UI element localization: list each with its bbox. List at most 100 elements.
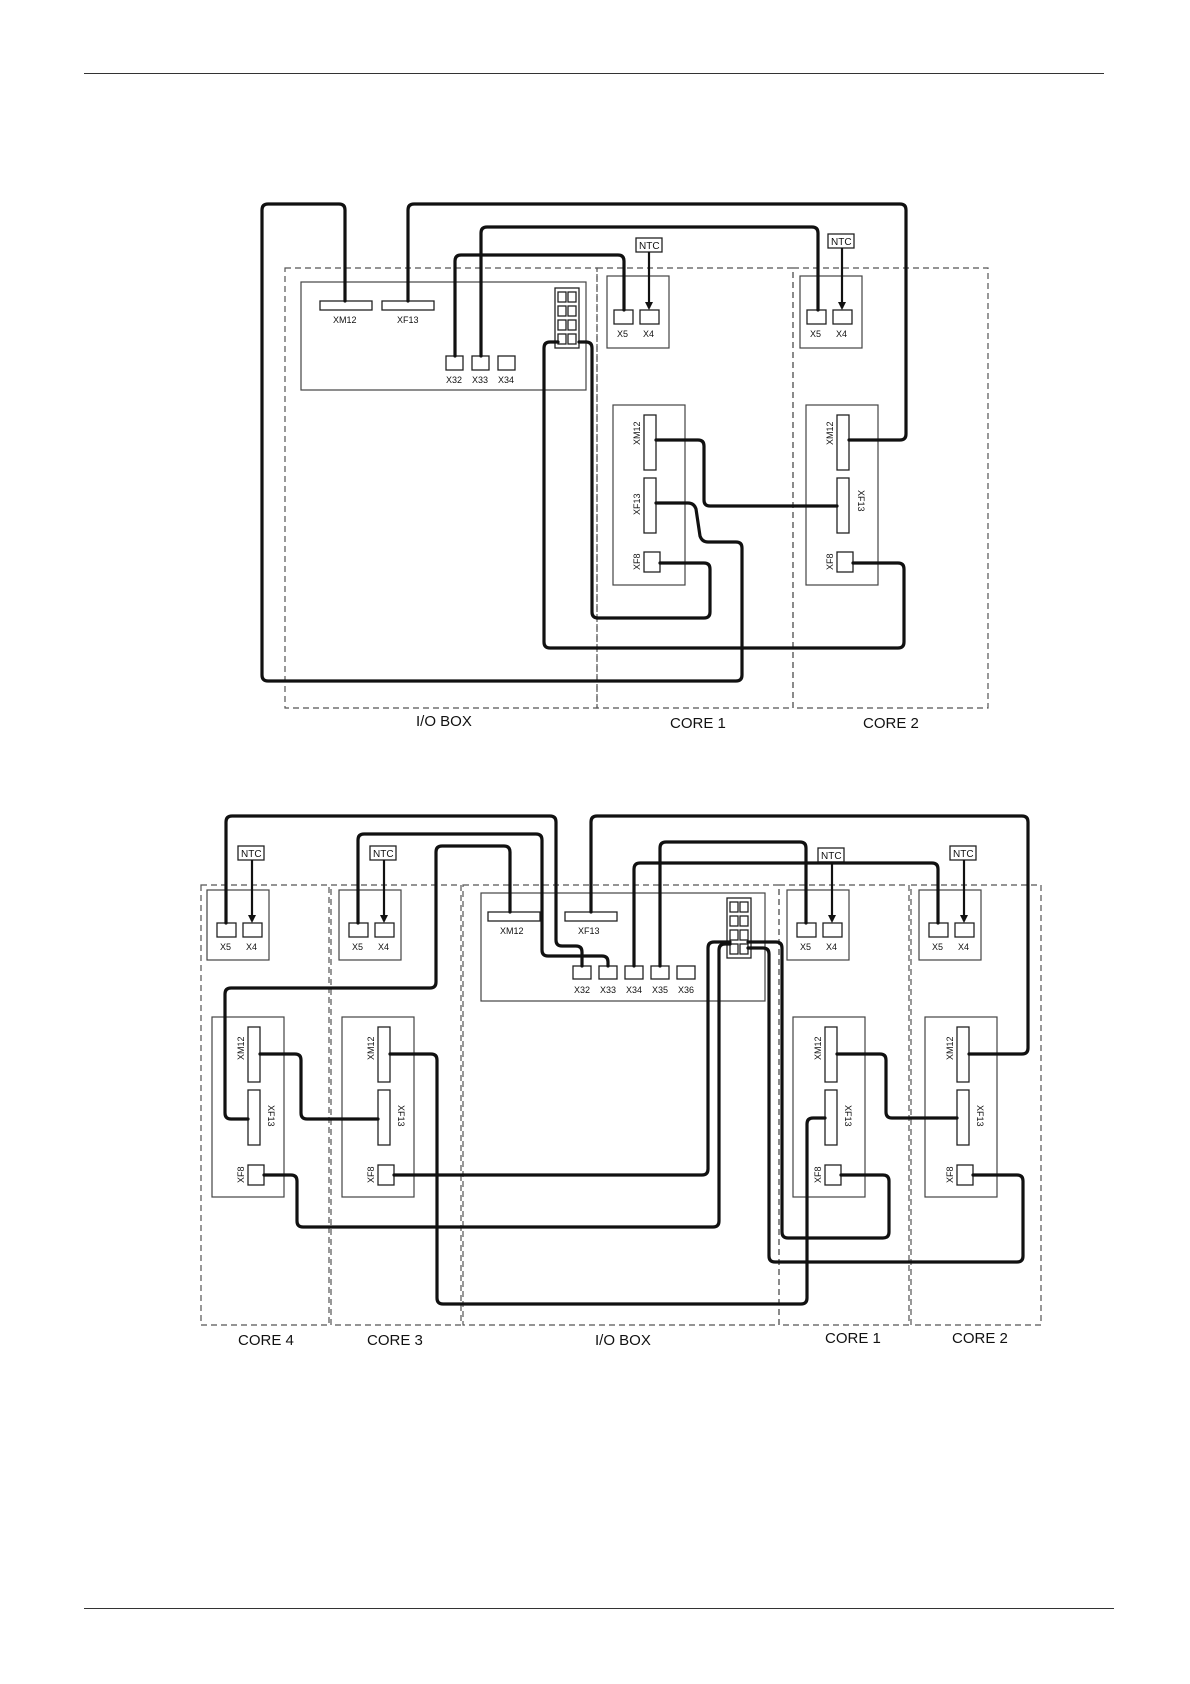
- core3-label-xf8: XF8: [366, 1166, 376, 1183]
- core4-connector-x5: [217, 923, 236, 937]
- core2-label-x5: X5: [810, 329, 821, 339]
- core4-connector-xf13: [248, 1090, 260, 1145]
- core2b-connector-x5: [929, 923, 948, 937]
- core2b-connector-x4: [955, 923, 974, 937]
- core2b-connector-xf8: [957, 1165, 973, 1185]
- core3-connector-xf8: [378, 1165, 394, 1185]
- core1-connector-x4: [640, 310, 659, 324]
- core4-label-x4: X4: [246, 942, 257, 952]
- io-board-2: [481, 893, 765, 1001]
- diagram-1: XM12 XF13 X32 X33 X34 X5 X4 NTC XM12 XF1…: [262, 204, 988, 732]
- io-connector-x34: [498, 356, 515, 370]
- core2b-label-xm12: XM12: [945, 1036, 955, 1060]
- core2-label-x4: X4: [836, 329, 847, 339]
- core1b-connector-xf13: [825, 1090, 837, 1145]
- core2-ntc-label: NTC: [831, 237, 852, 248]
- zone-label-core-4: CORE 4: [238, 1332, 294, 1349]
- core4-label-xm12: XM12: [236, 1036, 246, 1060]
- io-label-x33: X33: [472, 375, 488, 385]
- zone-label-core-1: CORE 1: [670, 715, 726, 732]
- diagram-2: XM12 XF13 X32 X33 X34 X35 X36 X5 X4 NTC: [201, 816, 1041, 1349]
- core4-connector-xm12: [248, 1027, 260, 1082]
- io2-connector-x32: [573, 966, 591, 979]
- io2-label-x34: X34: [626, 985, 642, 995]
- io-connector-x33: [472, 356, 489, 370]
- zone-io-box: [285, 268, 597, 708]
- io2-label-x33: X33: [600, 985, 616, 995]
- zone-label-core-2-2: CORE 2: [952, 1330, 1008, 1347]
- core2-connector-xf8: [837, 552, 853, 572]
- core1b-label-x5: X5: [800, 942, 811, 952]
- core1b-label-xf13: XF13: [843, 1105, 853, 1127]
- io-label-x32: X32: [446, 375, 462, 385]
- core1b-connector-x5: [797, 923, 816, 937]
- core2-connector-x5: [807, 310, 826, 324]
- core2-label-xf13: XF13: [856, 490, 866, 512]
- core2b-label-x4: X4: [958, 942, 969, 952]
- core1b-ntc-arrow: [828, 915, 836, 923]
- core4-connector-xf8: [248, 1165, 264, 1185]
- core2b-label-xf8: XF8: [945, 1166, 955, 1183]
- io2-label-x36: X36: [678, 985, 694, 995]
- core2b-ntc-arrow: [960, 915, 968, 923]
- core1-label-xf13: XF13: [632, 493, 642, 515]
- io2-connector-x33: [599, 966, 617, 979]
- core1-label-x5: X5: [617, 329, 628, 339]
- core2b-label-xf13: XF13: [975, 1105, 985, 1127]
- core2-connector-x4: [833, 310, 852, 324]
- diagram-2-wires: [225, 816, 1028, 1304]
- io2-label-xm12: XM12: [500, 926, 524, 936]
- core1-label-xm12: XM12: [632, 421, 642, 445]
- io2-connector-x34: [625, 966, 643, 979]
- core4-label-xf13: XF13: [266, 1105, 276, 1127]
- core2b-connector-xm12: [957, 1027, 969, 1082]
- core3-label-x4: X4: [378, 942, 389, 952]
- io2-connector-x36: [677, 966, 695, 979]
- core2b-label-x5: X5: [932, 942, 943, 952]
- core3-label-xf13: XF13: [396, 1105, 406, 1127]
- core1-connector-xm12: [644, 415, 656, 470]
- core4-label-x5: X5: [220, 942, 231, 952]
- core1b-ntc-label: NTC: [821, 851, 842, 862]
- core1-connector-xf13: [644, 478, 656, 533]
- io2-connector-xm12: [488, 912, 540, 921]
- core1-ntc-label: NTC: [639, 241, 660, 252]
- core3-connector-x4: [375, 923, 394, 937]
- io-connector-x32: [446, 356, 463, 370]
- core1-label-x4: X4: [643, 329, 654, 339]
- core4-label-xf8: XF8: [236, 1166, 246, 1183]
- core2-label-xf8: XF8: [825, 553, 835, 570]
- core2-label-xm12: XM12: [825, 421, 835, 445]
- core3-connector-x5: [349, 923, 368, 937]
- core3-connector-xm12: [378, 1027, 390, 1082]
- core3-ntc-label: NTC: [373, 849, 394, 860]
- core1b-label-x4: X4: [826, 942, 837, 952]
- core4-ntc-label: NTC: [241, 849, 262, 860]
- core3-label-x5: X5: [352, 942, 363, 952]
- core1b-connector-xf8: [825, 1165, 841, 1185]
- io2-label-xf13: XF13: [578, 926, 600, 936]
- core3-label-xm12: XM12: [366, 1036, 376, 1060]
- io2-label-x35: X35: [652, 985, 668, 995]
- zone-label-core-2: CORE 2: [863, 715, 919, 732]
- core1-connector-x5: [614, 310, 633, 324]
- io-label-xm12: XM12: [333, 315, 357, 325]
- core1b-connector-xm12: [825, 1027, 837, 1082]
- core2b-ntc-label: NTC: [953, 849, 974, 860]
- zone-label-io-box-2: I/O BOX: [595, 1332, 651, 1349]
- zone-core-2: [793, 268, 988, 708]
- core2b-connector-xf13: [957, 1090, 969, 1145]
- core1-label-xf8: XF8: [632, 553, 642, 570]
- io2-connector-x35: [651, 966, 669, 979]
- core4-ntc-arrow: [248, 915, 256, 923]
- zone-label-io-box: I/O BOX: [416, 713, 472, 730]
- zone-label-core-3: CORE 3: [367, 1332, 423, 1349]
- zone-label-core-1-2: CORE 1: [825, 1330, 881, 1347]
- core2-connector-xf13: [837, 478, 849, 533]
- io-label-x34: X34: [498, 375, 514, 385]
- io-connector-xm12: [320, 301, 372, 310]
- zone-core-3: [331, 885, 461, 1325]
- core3-connector-xf13: [378, 1090, 390, 1145]
- core1-ntc-arrow: [645, 302, 653, 310]
